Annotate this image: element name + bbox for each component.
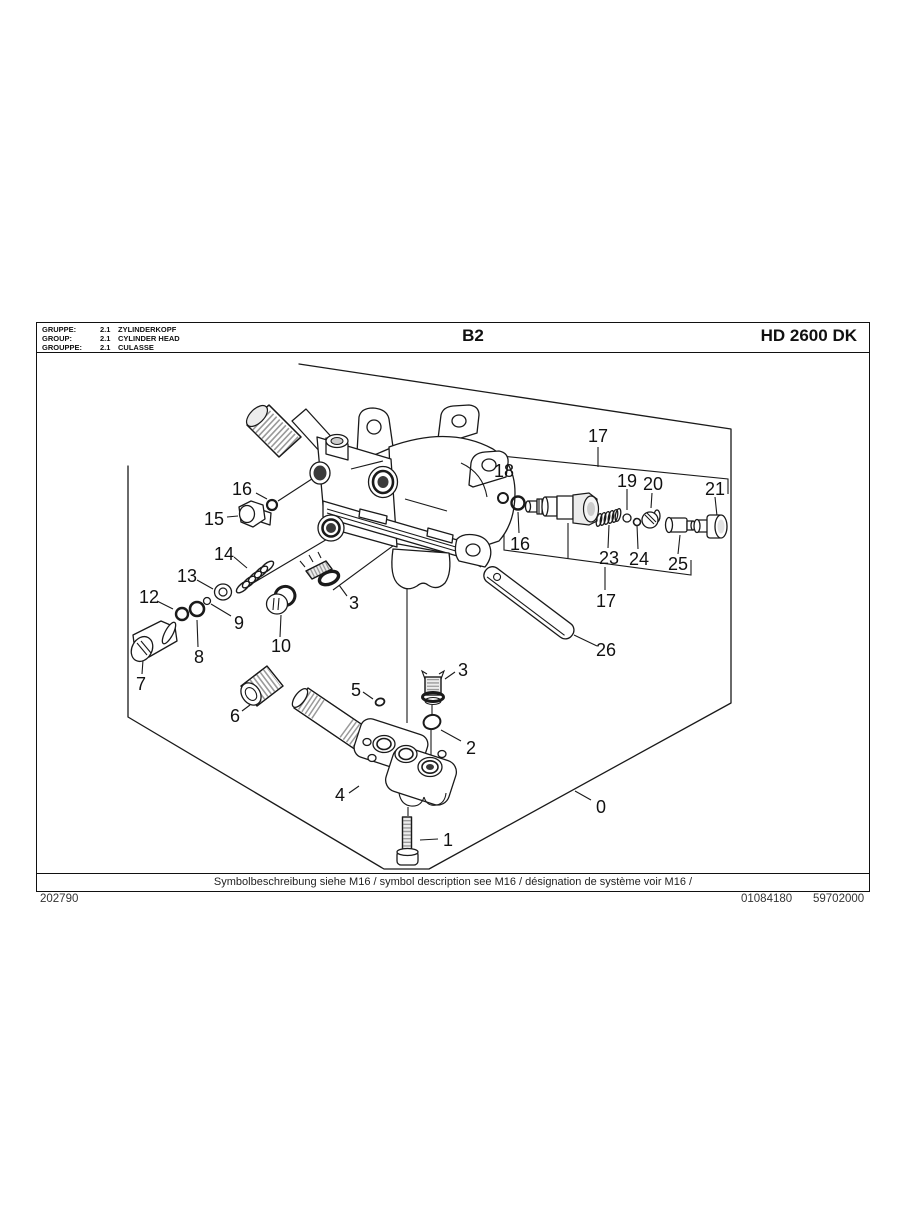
part-13-valve-seat [213, 583, 233, 601]
callout-7: 7 [136, 674, 146, 694]
callout-8: 8 [194, 647, 204, 667]
callout-13: 13 [177, 566, 197, 586]
callout-16: 16 [510, 534, 530, 554]
callout-10: 10 [271, 636, 291, 656]
callout-17: 17 [596, 591, 616, 611]
part-15-hex-plug [238, 500, 272, 528]
part-23-spring [595, 507, 622, 528]
cylinder-head-body [245, 404, 516, 590]
callout-2: 2 [466, 738, 476, 758]
callout-14: 14 [214, 544, 234, 564]
callout-16: 16 [232, 479, 252, 499]
callout-23: 23 [599, 548, 619, 568]
group-row-de: GRUPPE: 2.1 ZYLINDERKOPF [42, 325, 180, 334]
part-18-oring [497, 492, 509, 504]
diagram-svg: 0123345678910121314151616171718192021232… [127, 363, 732, 870]
part-21-cap-nut [693, 514, 728, 539]
callout-26: 26 [596, 640, 616, 660]
part-16-oring-left [265, 498, 279, 512]
part-2-oring [422, 713, 442, 731]
part-24-oring [632, 517, 642, 527]
group-label-en: GROUP: [42, 334, 72, 343]
part-12-oring [174, 606, 190, 622]
callout-15: 15 [204, 509, 224, 529]
frame-outline [127, 363, 732, 870]
callout-17: 17 [588, 426, 608, 446]
part-19-ball [622, 513, 632, 523]
callout-5: 5 [351, 680, 361, 700]
callout-20: 20 [643, 474, 663, 494]
doc-number-right-1: 01084180 [741, 893, 793, 905]
group-row-fr: GROUPPE: 2.1 CULASSE [42, 343, 180, 352]
callout-21: 21 [705, 479, 725, 499]
group-row-en: GROUP: 2.1 CYLINDER HEAD [42, 334, 180, 343]
part-17-nozzle-assembly [524, 492, 600, 526]
part-25-fitting [664, 516, 696, 534]
part-6-knurled-cap [240, 665, 284, 707]
sheet-code: B2 [462, 326, 484, 345]
model-name: HD 2600 DK [760, 326, 857, 345]
group-name-fr: CULASSE [118, 343, 154, 352]
part-1-bolt [396, 816, 419, 866]
part-8-oring [188, 600, 206, 618]
part-4-manifold-block [353, 718, 458, 807]
part-20-slotted-screw [641, 509, 661, 529]
callout-24: 24 [629, 549, 649, 569]
callout-4: 4 [335, 785, 345, 805]
group-name-de: ZYLINDERKOPF [118, 325, 177, 334]
callout-1: 1 [443, 830, 453, 850]
callout-19: 19 [617, 471, 637, 491]
part-3-valve-cartridge-lower [420, 669, 446, 706]
part-3-valve-cartridge-upper [299, 551, 341, 587]
group-name-en: CYLINDER HEAD [118, 334, 180, 343]
doc-number-left: 202790 [40, 893, 79, 905]
group-label-fr: GROUPPE: [42, 343, 83, 352]
symbol-note: Symbolbeschreibung siehe M16 / symbol de… [37, 873, 869, 891]
bottom-skirt [391, 548, 451, 590]
callout-3: 3 [349, 593, 359, 613]
part-26-bar [483, 566, 575, 640]
part-5-oring [374, 697, 386, 707]
part-14-spring [235, 560, 275, 594]
part-10-plug [265, 584, 297, 615]
callout-12: 12 [139, 587, 159, 607]
callout-25: 25 [668, 554, 688, 574]
part-9-ball [202, 596, 212, 606]
callout-18: 18 [494, 461, 514, 481]
group-code-de: 2.1 [100, 325, 111, 334]
part-16-oring-right [510, 495, 526, 511]
group-code-en: 2.1 [100, 334, 111, 343]
callout-3: 3 [458, 660, 468, 680]
group-code-fr: 2.1 [100, 343, 111, 352]
group-label-de: GRUPPE: [42, 325, 77, 334]
callout-6: 6 [230, 706, 240, 726]
callout-9: 9 [234, 613, 244, 633]
part-7-plug [130, 620, 178, 663]
leader-lines [141, 447, 718, 841]
callout-0: 0 [596, 797, 606, 817]
doc-number-right-2: 59702000 [813, 893, 865, 905]
